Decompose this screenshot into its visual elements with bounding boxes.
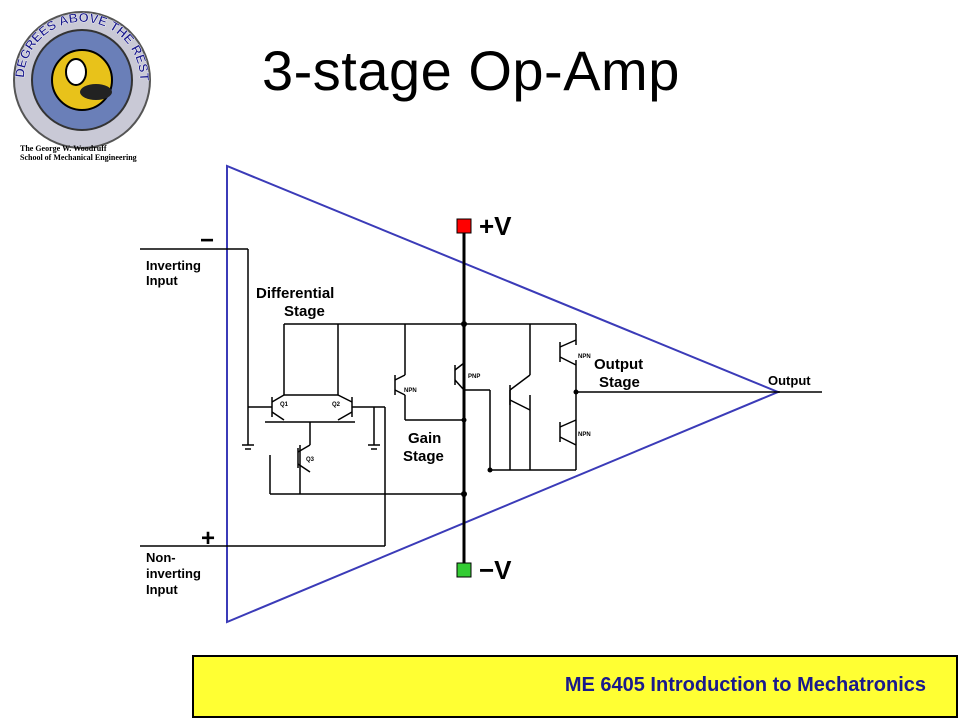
- inverting-sign: −: [200, 227, 214, 254]
- footer-course-title: ME 6405 Introduction to Mechatronics: [564, 674, 926, 696]
- gain-stage-line2: Stage: [403, 448, 444, 465]
- logo-bee-stripe: [80, 84, 112, 100]
- op-amp-triangle: [226, 164, 781, 624]
- noninv-label-line1: Non-: [146, 550, 176, 565]
- noninv-label-line3: Input: [146, 582, 178, 597]
- junction-dots: [461, 321, 579, 497]
- footer-bar: ME 6405 Introduction to Mechatronics: [192, 655, 958, 718]
- npn-output-low-label: NPN: [578, 432, 591, 438]
- logo-caption-line1: The George W. Woodruff: [20, 144, 107, 153]
- output-stage-line2: Stage: [599, 374, 640, 391]
- q1-label: Q1: [280, 402, 289, 408]
- noninverting-sign: +: [201, 525, 215, 552]
- logo-caption: The George W. Woodruff School of Mechani…: [20, 144, 137, 162]
- school-logo: DEGREES ABOVE THE REST: [6, 6, 166, 166]
- inverting-label-line1: Inverting: [146, 258, 201, 273]
- pnp-label: PNP: [468, 374, 480, 380]
- neg-supply-terminal: [456, 562, 472, 578]
- noninv-label-line2: inverting: [146, 566, 201, 581]
- neg-supply-label: −V: [479, 555, 512, 585]
- slide-title: 3-stage Op-Amp: [262, 39, 680, 102]
- npn-gain-label: NPN: [404, 388, 417, 394]
- q3-label: Q3: [306, 457, 315, 463]
- inverting-label-line2: Input: [146, 273, 178, 288]
- transistors: [271, 339, 577, 473]
- pos-supply-label: +V: [479, 211, 512, 241]
- gain-stage-line1: Gain: [408, 430, 441, 447]
- pos-supply-terminal: [456, 218, 472, 234]
- differential-stage-line1: Differential: [256, 285, 334, 302]
- logo-caption-line2: School of Mechanical Engineering: [20, 153, 137, 162]
- output-label: Output: [768, 373, 811, 388]
- internal-wiring: [247, 323, 822, 495]
- ground-symbols: [242, 444, 380, 450]
- npn-output-label: NPN: [578, 354, 591, 360]
- logo-bee-eye: [65, 58, 87, 86]
- q2-label: Q2: [332, 402, 341, 408]
- output-stage-line1: Output: [594, 356, 643, 373]
- input-wiring: [140, 248, 386, 547]
- differential-stage-line2: Stage: [284, 303, 325, 320]
